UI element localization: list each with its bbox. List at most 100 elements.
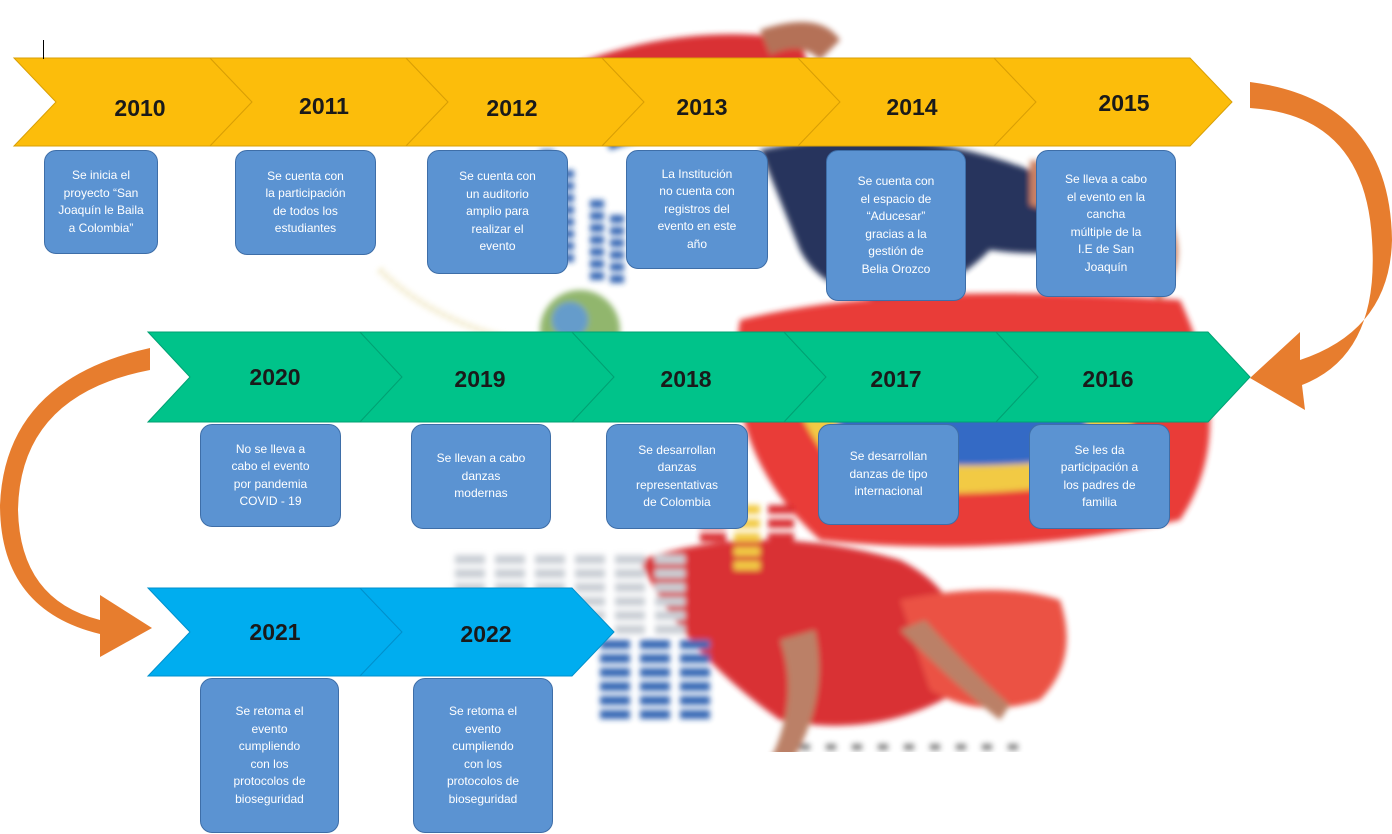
bg-eq-blue xyxy=(680,682,710,691)
event-box-2015: Se lleva a cabo el evento en la cancha m… xyxy=(1036,150,1176,297)
chevron-2015 xyxy=(992,57,1233,147)
bg-eq-color xyxy=(768,533,794,542)
bg-eq-grey xyxy=(495,555,525,564)
year-label-2015: 2015 xyxy=(1098,90,1149,116)
bg-eq-block xyxy=(590,236,604,244)
event-box-2021: Se retoma el evento cumpliendo con los p… xyxy=(200,678,339,833)
bg-eq-grey xyxy=(655,625,685,634)
year-label-2018: 2018 xyxy=(660,366,711,392)
bg-skirt-lower xyxy=(640,540,964,726)
chevron-2016 xyxy=(994,331,1251,423)
bg-eq-block xyxy=(610,215,624,223)
bg-eq-blue xyxy=(640,710,670,719)
year-label-2011: 2011 xyxy=(299,93,349,119)
bg-globe-sea xyxy=(552,302,588,338)
bg-eq-grey xyxy=(615,569,645,578)
bg-eq-blue xyxy=(640,668,670,677)
connector-right-arrow xyxy=(1250,82,1392,410)
year-label-2010: 2010 xyxy=(114,95,165,121)
event-box-2020: No se lleva a cabo el evento por pandemi… xyxy=(200,424,341,527)
bg-eq-color xyxy=(734,533,760,542)
bg-eq-blue xyxy=(680,696,710,705)
bg-eq-color xyxy=(768,547,794,556)
bg-eq-grey xyxy=(455,569,485,578)
year-label-2022: 2022 xyxy=(460,621,511,647)
bg-eq-color xyxy=(700,533,726,542)
bg-eq-block xyxy=(590,248,604,256)
bg-eq-blue xyxy=(640,696,670,705)
bg-eq-block xyxy=(610,275,624,283)
year-label-2017: 2017 xyxy=(870,366,921,392)
event-box-2010: Se inicia el proyecto “San Joaquín le Ba… xyxy=(44,150,158,254)
bg-eq-color xyxy=(768,505,794,514)
bg-eq-grey xyxy=(655,555,685,564)
bg-eq-grey xyxy=(575,569,605,578)
year-label-2013: 2013 xyxy=(676,94,727,120)
bg-eq-grey xyxy=(615,597,645,606)
bg-leg2 xyxy=(900,620,1010,720)
bg-eq-grey xyxy=(535,569,565,578)
bg-ground xyxy=(904,744,914,750)
year-label-2020: 2020 xyxy=(249,364,300,390)
event-box-2012: Se cuenta con un auditorio amplio para r… xyxy=(427,150,568,274)
bg-ground xyxy=(956,744,966,750)
event-box-2014: Se cuenta con el espacio de “Aducesar” g… xyxy=(826,150,966,301)
bg-arm xyxy=(760,22,840,60)
bg-eq-blue xyxy=(640,682,670,691)
event-box-2017: Se desarrollan danzas de tipo internacio… xyxy=(818,424,959,525)
event-box-2018: Se desarrollan danzas representativas de… xyxy=(606,424,748,529)
bg-eq-blue xyxy=(640,654,670,663)
year-label-2012: 2012 xyxy=(486,95,537,121)
bg-crop xyxy=(740,752,1080,834)
bg-eq-grey xyxy=(535,555,565,564)
bg-eq-color xyxy=(700,561,726,570)
bg-eq-block xyxy=(610,251,624,259)
bg-eq-color xyxy=(734,519,760,528)
bg-eq-blue xyxy=(680,668,710,677)
year-label-2021: 2021 xyxy=(249,619,300,645)
timeline-row-1: 2010 2011 2012 2013 2014 2015 xyxy=(12,57,1233,147)
text-cursor xyxy=(43,40,44,59)
bg-eq-grey xyxy=(655,583,685,592)
bg-eq-block xyxy=(610,239,624,247)
bg-eq-block xyxy=(590,200,604,208)
bg-eq-grey xyxy=(575,597,605,606)
bg-eq-blue xyxy=(680,654,710,663)
bg-eq-grey xyxy=(615,555,645,564)
bg-eq-block xyxy=(590,212,604,220)
row-connector-arrows xyxy=(0,82,1392,657)
bg-eq-blue xyxy=(600,640,630,649)
year-label-2014: 2014 xyxy=(886,94,937,120)
bg-ground xyxy=(852,744,862,750)
bg-eq-grey xyxy=(455,555,485,564)
bg-ground xyxy=(1008,744,1018,750)
bg-eq-blue xyxy=(640,640,670,649)
bg-eq-grey xyxy=(655,597,685,606)
bg-eq-grey xyxy=(575,555,605,564)
event-box-2022: Se retoma el evento cumpliendo con los p… xyxy=(413,678,553,833)
bg-eq-block xyxy=(590,260,604,268)
bg-ground xyxy=(800,744,810,750)
bg-eq-blue xyxy=(600,682,630,691)
bg-eq-color xyxy=(700,547,726,556)
event-box-2016: Se les da participación a los padres de … xyxy=(1029,424,1170,529)
bg-eq-blue xyxy=(600,654,630,663)
bg-ground xyxy=(982,744,992,750)
bg-eq-grey xyxy=(655,569,685,578)
bg-eq-blue xyxy=(600,710,630,719)
year-label-2019: 2019 xyxy=(454,366,505,392)
connector-left-arrow xyxy=(0,348,152,657)
bg-eq-color xyxy=(734,561,760,570)
bg-eq-blue xyxy=(600,696,630,705)
bg-eq-block xyxy=(590,224,604,232)
event-box-2011: Se cuenta con la participación de todos … xyxy=(235,150,376,255)
bg-leg xyxy=(770,630,820,765)
bg-eq-block xyxy=(610,263,624,271)
bg-eq-color xyxy=(768,519,794,528)
timeline-row-3: 2021 2022 xyxy=(146,587,615,677)
bg-eq-grey xyxy=(615,611,645,620)
bg-eq-blue xyxy=(680,710,710,719)
bg-eq-grey xyxy=(615,583,645,592)
timeline-chevrons: 2010 2011 2012 2013 2014 2015 2020 2019 2018 2017… xyxy=(12,57,1251,677)
